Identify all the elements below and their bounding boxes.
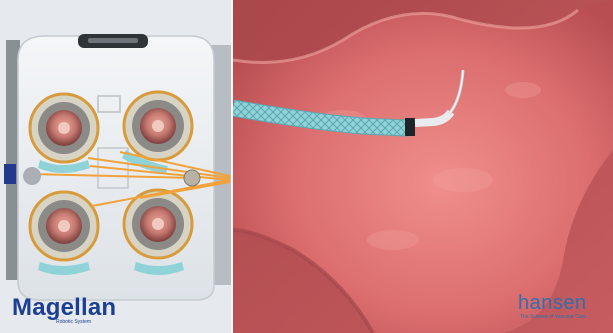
hansen-watermark-tagline: The Science of Vascular Care	[520, 314, 587, 320]
magellan-logo: Magellan Robotic System	[12, 296, 116, 325]
spool-top-left	[30, 94, 98, 162]
catheter-exit-port	[184, 170, 200, 186]
left-connector	[23, 167, 41, 185]
spool-top-right	[124, 92, 192, 160]
catheter-tip-ring	[405, 118, 415, 136]
magellan-logo-text: Magellan	[12, 296, 116, 320]
spool-bottom-left	[30, 192, 98, 260]
hansen-watermark-text: hansen	[496, 293, 587, 313]
robotic-drive-panel: Magellan Robotic System	[0, 0, 231, 333]
drive-unit-illustration	[0, 0, 231, 333]
spool-bottom-right	[124, 190, 192, 258]
vessel-illustration	[233, 0, 613, 333]
vessel-view-panel: hansen The Science of Vascular Care	[233, 0, 613, 333]
left-cable	[4, 164, 16, 184]
hansen-watermark: hansen The Science of Vascular Care	[496, 293, 587, 320]
